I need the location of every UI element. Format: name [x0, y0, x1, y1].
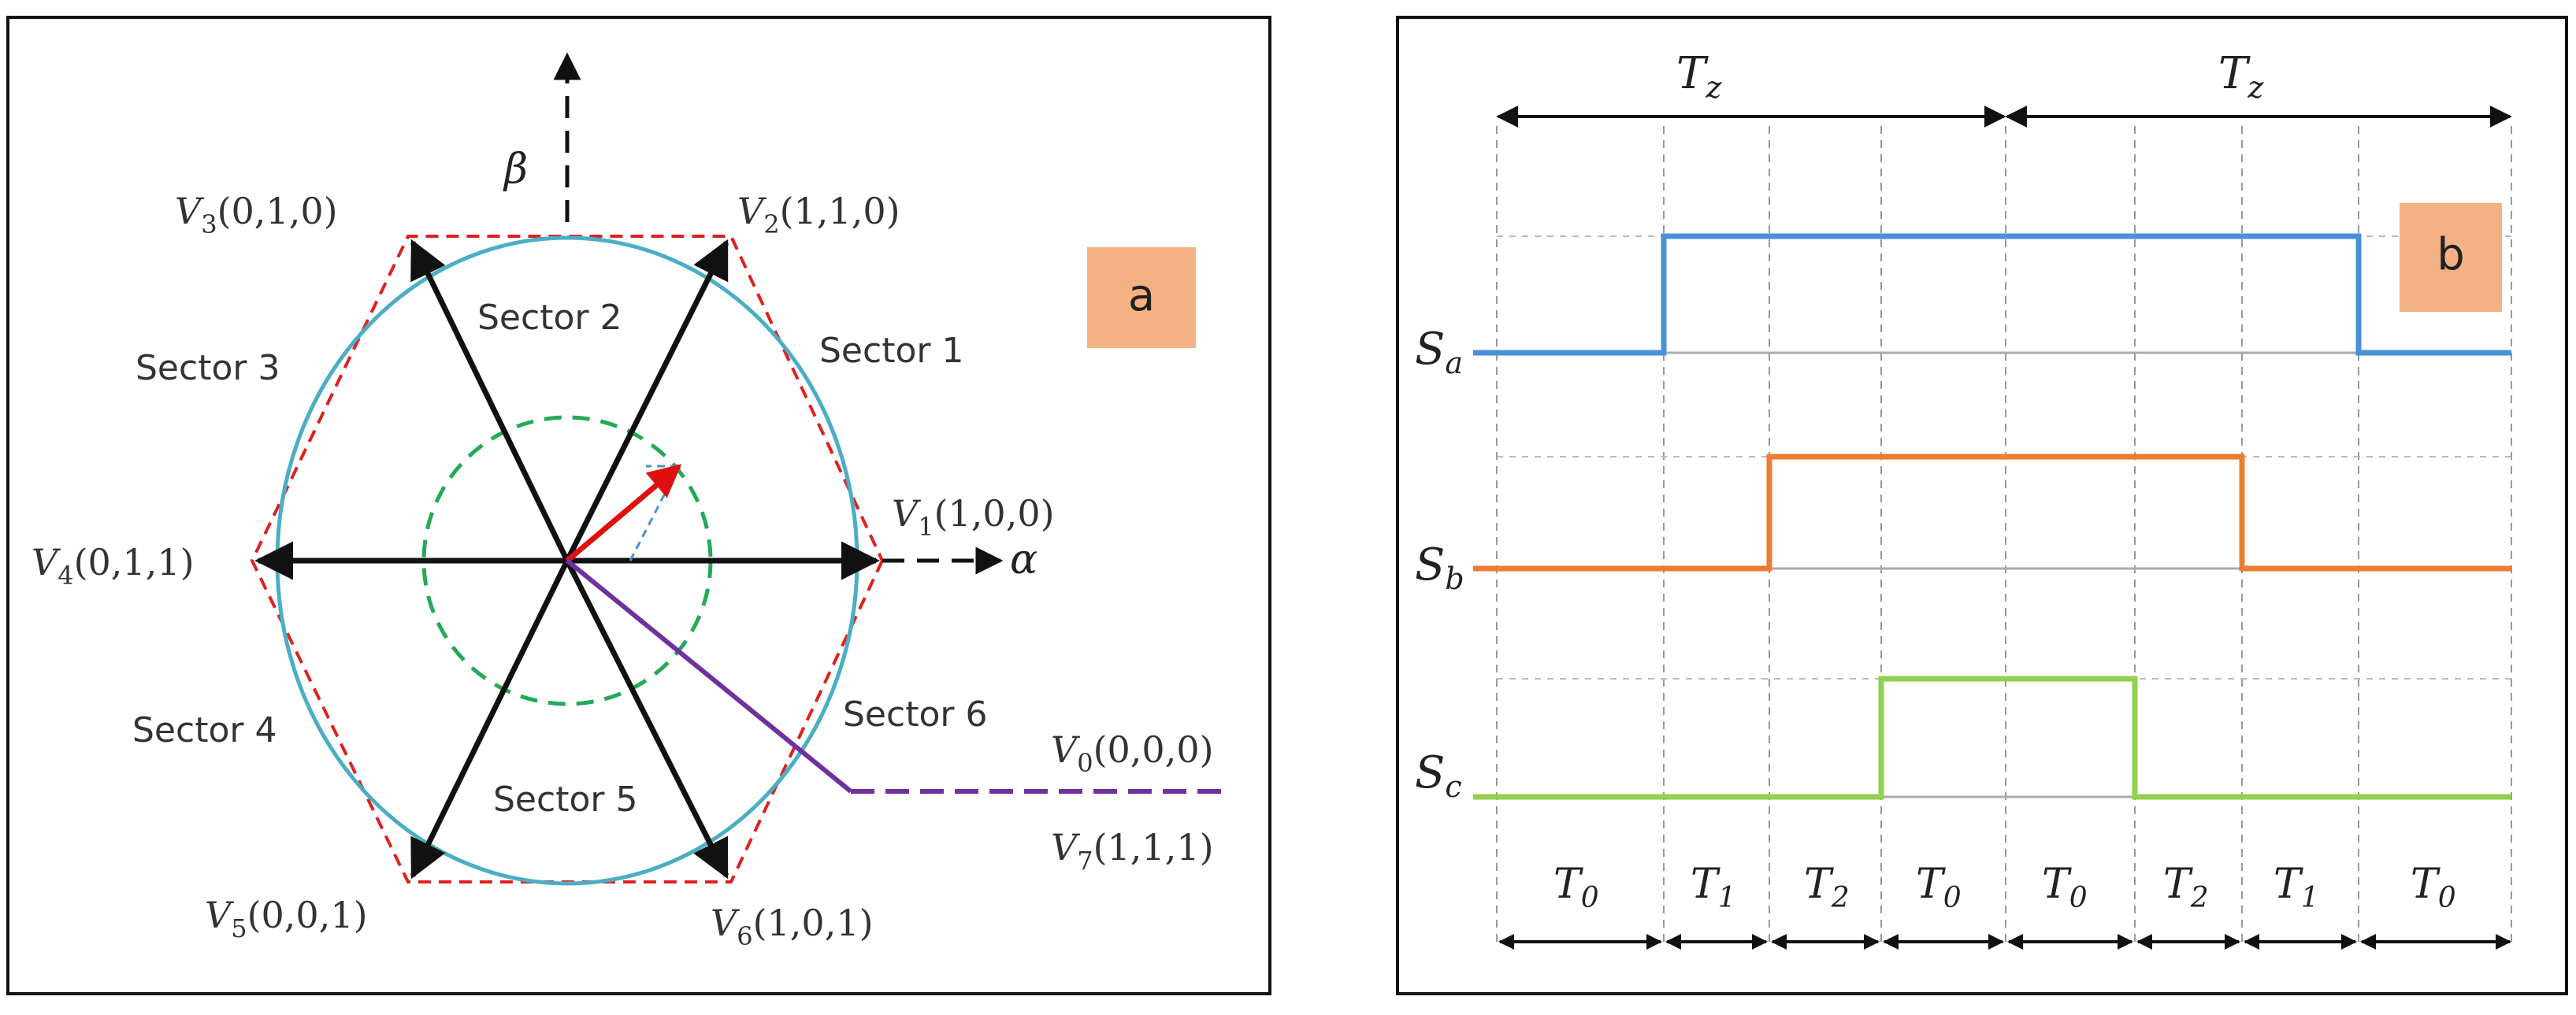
panel-a: Sector 1 Sector 2 Sector 3 Sector 4 Sect…: [6, 16, 1271, 995]
interval-label: T0: [1553, 861, 1599, 914]
vector-v0-label: V0(0,0,0): [1051, 728, 1214, 778]
interval-label: T0: [2411, 861, 2456, 914]
signal-sa-waveform: [1473, 233, 2511, 356]
beta-axis-label: β: [503, 146, 528, 193]
interval-label: T1: [1691, 861, 1736, 914]
panel-b-badge-text: b: [2437, 229, 2465, 280]
interval-label: T2: [2163, 861, 2209, 914]
interval-label: T0: [2042, 861, 2088, 914]
panel-b-badge: [2400, 203, 2502, 312]
zero-vector-pointer: [566, 558, 852, 794]
vector-v6-arrow: [564, 559, 729, 880]
alpha-axis-label: α: [1010, 536, 1037, 583]
signal-sb-waveform: [1473, 454, 2511, 572]
signal-sb-label: Sb: [1415, 539, 1464, 596]
period-2-label: Tz: [2218, 48, 2264, 105]
signal-sc-label: Sc: [1415, 747, 1462, 804]
sector-6-label: Sector 6: [843, 695, 987, 735]
vector-v5-arrow: [410, 559, 570, 880]
panel-a-badge-text: a: [1128, 270, 1155, 321]
signal-sc-waveform: [1473, 676, 2511, 800]
hexagon-boundary: [250, 235, 885, 883]
vector-v1-label: V1(1,0,0): [892, 492, 1055, 542]
signal-sa-label: Sa: [1415, 324, 1463, 380]
vector-v5-label: V5(0,0,1): [205, 894, 368, 943]
sector-3-label: Sector 3: [135, 348, 280, 388]
interval-label: T1: [2273, 861, 2319, 914]
vector-v6-label: V6(1,0,1): [711, 902, 874, 951]
sector-4-label: Sector 4: [132, 710, 277, 750]
panel-a-frame: [6, 16, 1271, 995]
panel-b: Tz Tz Sa Sb Sc T0 T1 T2 T0 T0 T2 T1 T0: [1396, 16, 2568, 995]
interval-label: T2: [1804, 861, 1850, 914]
period-1-label: Tz: [1676, 48, 1722, 105]
interval-labels: T0 T1 T2 T0 T0 T2 T1 T0: [1553, 861, 2456, 914]
vector-v2-arrow: [564, 239, 729, 562]
sector-2-label: Sector 2: [477, 298, 622, 338]
interval-label: T0: [1916, 861, 1962, 914]
vector-v7-label: V7(1,1,1): [1051, 826, 1214, 876]
vector-v2-label: V2(1,1,0): [737, 190, 900, 239]
sector-5-label: Sector 5: [493, 780, 637, 820]
vector-v4-label: V4(0,1,1): [32, 541, 195, 591]
reference-vector-arrow: [565, 464, 682, 563]
panel-a-badge: [1087, 247, 1196, 348]
interval-grid: [1496, 126, 2512, 945]
vector-v3-arrow: [410, 239, 570, 562]
panel-b-frame: [1396, 16, 2568, 995]
vector-v3-label: V3(0,1,0): [175, 190, 338, 239]
sector-1-label: Sector 1: [819, 331, 963, 371]
